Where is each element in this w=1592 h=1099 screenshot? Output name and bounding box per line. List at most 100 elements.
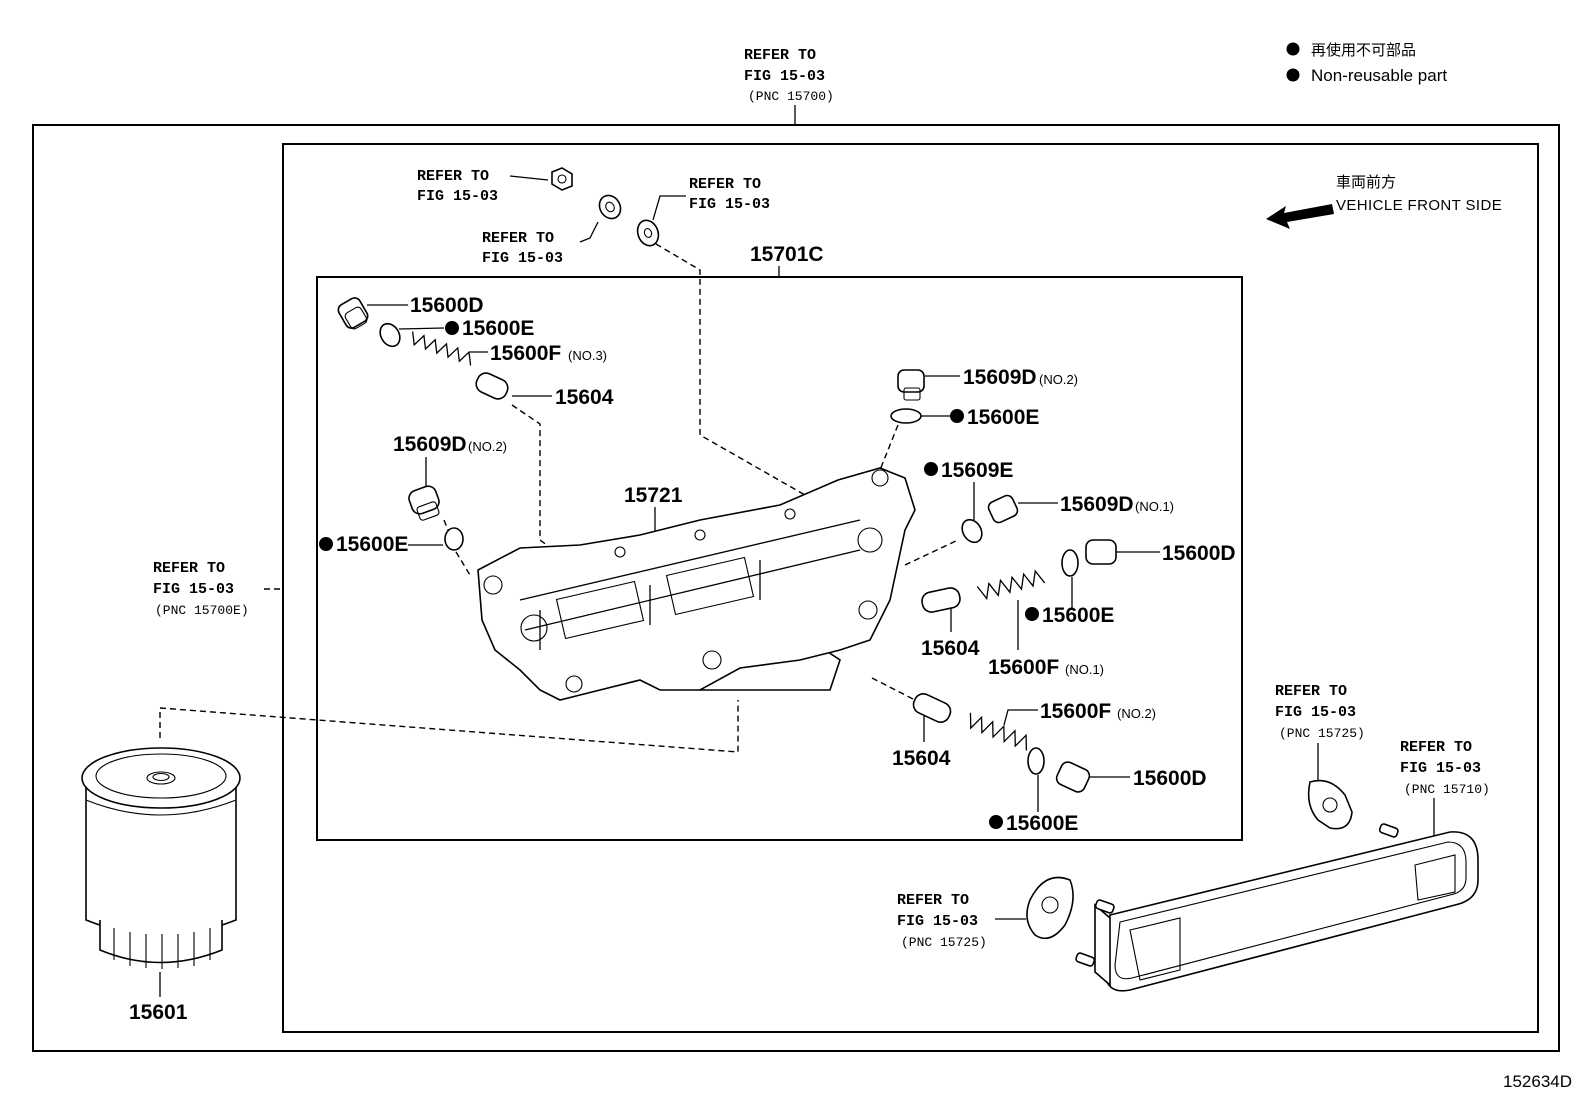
- left-middle-plug-group: 15609D (NO.2) 15600E: [319, 433, 507, 576]
- part-15600D: 15600D: [1133, 767, 1207, 790]
- front-side-jp: 車両前方: [1336, 173, 1396, 191]
- vehicle-front-indicator: 車両前方 VEHICLE FRONT SIDE: [1266, 173, 1502, 229]
- part-15600F: 15600F: [490, 342, 561, 365]
- ref-top: REFER TO FIG 15-03 (PNC 15700): [744, 47, 834, 125]
- part-15601: 15601: [129, 1001, 188, 1024]
- legend-en: Non-reusable part: [1311, 66, 1447, 85]
- ref-gasket-upper-line3: (PNC 15725): [1279, 726, 1365, 741]
- figure-id: 152634D: [1503, 1072, 1572, 1091]
- oil-filter-15601: 15601: [81, 747, 241, 1024]
- part-15609D: 15609D: [1060, 493, 1134, 516]
- part-15604: 15604: [921, 637, 980, 660]
- non-reusable-dot-icon: [924, 462, 938, 476]
- part-15609D: 15609D: [393, 433, 467, 456]
- part-15600D: 15600D: [1162, 542, 1236, 565]
- part-15600E: 15600E: [336, 533, 408, 556]
- part-note: (NO.2): [468, 439, 507, 454]
- part-15600F: 15600F: [988, 656, 1059, 679]
- ref-washer-large: REFER TO FIG 15-03: [636, 176, 806, 496]
- ref-nut-line1: REFER TO: [417, 168, 489, 185]
- ref-gasket-upper-line2: FIG 15-03: [1275, 704, 1356, 721]
- ref-top-line2: FIG 15-03: [744, 68, 825, 85]
- nut-icon: [551, 167, 573, 191]
- upper-left-valve-group: 15600D 15600E 15600F (NO.3) 15604: [337, 294, 614, 556]
- gasket-icon: [1026, 876, 1074, 940]
- non-reusable-dot-icon: [1286, 68, 1300, 82]
- ref-gasket-lower-line1: REFER TO: [897, 892, 969, 909]
- spring-15600F-icon: [969, 712, 1028, 751]
- o-ring-icon: [1027, 747, 1045, 775]
- legend-jp: 再使用不可部品: [1311, 41, 1416, 59]
- ref-left: REFER TO FIG 15-03 (PNC 15700E): [153, 560, 283, 618]
- part-15600E: 15600E: [1006, 812, 1078, 835]
- ref-left-line1: REFER TO: [153, 560, 225, 577]
- o-ring-icon: [444, 527, 464, 551]
- ref-gasket-lower-line2: FIG 15-03: [897, 913, 978, 930]
- ref-washer-small: REFER TO FIG 15-03: [482, 194, 622, 267]
- part-15600E: 15600E: [1042, 604, 1114, 627]
- ref-washer-small-line2: FIG 15-03: [482, 250, 563, 267]
- part-15721: 15721: [624, 484, 683, 507]
- ref-cooler-line3: (PNC 15710): [1404, 782, 1490, 797]
- ref-gasket-upper: REFER TO FIG 15-03 (PNC 15725): [1275, 683, 1365, 830]
- part-15600E: 15600E: [967, 406, 1039, 429]
- part-15604: 15604: [555, 386, 614, 409]
- non-reusable-dot-icon: [1286, 42, 1300, 56]
- ref-nut: REFER TO FIG 15-03: [417, 167, 573, 205]
- o-ring-icon: [1061, 549, 1079, 577]
- non-reusable-dot-icon: [950, 409, 964, 423]
- seal-15609E-icon: [961, 518, 983, 544]
- part-15600F: 15600F: [1040, 700, 1111, 723]
- front-arrow-icon: [1266, 204, 1334, 229]
- legend: 再使用不可部品 Non-reusable part: [1286, 41, 1447, 85]
- part-15609D: 15609D: [963, 366, 1037, 389]
- front-side-en: VEHICLE FRONT SIDE: [1336, 197, 1502, 214]
- ref-top-line3: (PNC 15700): [748, 89, 834, 104]
- spring-15600F-icon: [976, 569, 1046, 601]
- o-ring-icon: [379, 322, 401, 348]
- ref-gasket-lower: REFER TO FIG 15-03 (PNC 15725): [897, 876, 1074, 950]
- part-note: (NO.2): [1039, 372, 1078, 387]
- spring-15600F-icon: [412, 331, 472, 366]
- ref-washer-large-line2: FIG 15-03: [689, 196, 770, 213]
- washer-icon: [598, 194, 622, 220]
- plug-15609D-icon: [987, 494, 1019, 524]
- ref-top-line1: REFER TO: [744, 47, 816, 64]
- valve-15604-icon: [475, 372, 509, 400]
- ref-gasket-lower-line3: (PNC 15725): [901, 935, 987, 950]
- part-note: (NO.2): [1117, 706, 1156, 721]
- outer-frame: [32, 124, 1560, 1052]
- gasket-icon: [1307, 779, 1353, 830]
- non-reusable-dot-icon: [989, 815, 1003, 829]
- non-reusable-dot-icon: [319, 537, 333, 551]
- oil-cooler-housing-15721: 15721: [477, 467, 916, 701]
- part-note: (NO.1): [1135, 499, 1174, 514]
- ref-gasket-upper-line1: REFER TO: [1275, 683, 1347, 700]
- valve-15604-icon: [912, 693, 952, 723]
- part-15600D: 15600D: [410, 294, 484, 317]
- part-note: (NO.1): [1065, 662, 1104, 677]
- oil-cooler-element: [1075, 823, 1479, 992]
- lower-right-valve-group: 15604 15600F (NO.2) 15600E 15600D: [871, 677, 1207, 835]
- upper-right-plug-group: 15609D (NO.2) 15600E: [879, 366, 1078, 471]
- ref-left-line2: FIG 15-03: [153, 581, 234, 598]
- part-15701C: 15701C: [750, 243, 824, 266]
- plug-15600D-icon: [1085, 539, 1117, 565]
- right-valve-group: 15609E 15609D (NO.1) 15600D 15600E 15600…: [904, 459, 1236, 679]
- ref-left-line3: (PNC 15700E): [155, 603, 249, 618]
- ref-cooler-line2: FIG 15-03: [1400, 760, 1481, 777]
- plug-15609D-icon: [897, 369, 925, 393]
- part-15600E: 15600E: [462, 317, 534, 340]
- ref-washer-small-line1: REFER TO: [482, 230, 554, 247]
- non-reusable-dot-icon: [445, 321, 459, 335]
- washer-icon: [636, 219, 660, 247]
- part-15609E: 15609E: [941, 459, 1013, 482]
- ref-cooler-line1: REFER TO: [1400, 739, 1472, 756]
- plug-15600D-icon: [337, 297, 369, 329]
- o-ring-icon: [890, 408, 922, 424]
- ref-washer-large-line1: REFER TO: [689, 176, 761, 193]
- plug-15600D-icon: [1055, 761, 1091, 793]
- ref-cooler: REFER TO FIG 15-03 (PNC 15710): [1400, 739, 1490, 836]
- inner-frame: [282, 143, 1539, 1033]
